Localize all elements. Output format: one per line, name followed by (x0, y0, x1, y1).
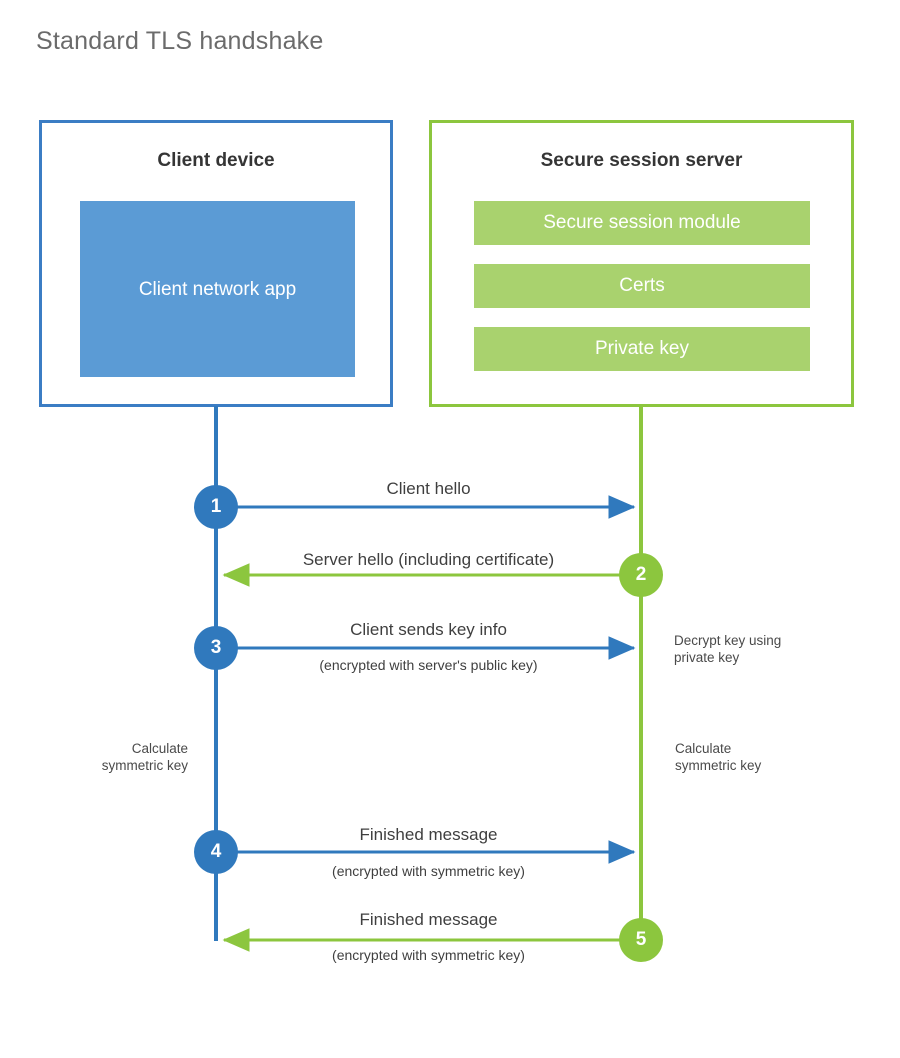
server-block-secure-session-module: Secure session module (474, 201, 810, 245)
arrow-label-client-key-info: Client sends key info (350, 620, 507, 639)
client-device-title: Client device (157, 150, 275, 171)
page-title: Standard TLS handshake (36, 27, 324, 55)
arrow-label-client-hello: Client hello (386, 479, 471, 498)
secure-session-server-box: Secure session server Secure session mod… (429, 120, 854, 407)
step-badge-3[interactable]: 3 (194, 626, 238, 670)
step-badge-1[interactable]: 1 (194, 485, 238, 529)
note-decrypt-key: Decrypt key using private key (674, 633, 782, 665)
arrow-sublabel-client-key-info: (encrypted with server's public key) (319, 657, 538, 673)
client-device-box: Client device Client network app (39, 120, 393, 407)
server-block-private-key: Private key (474, 327, 810, 371)
server-block-certs: Certs (474, 264, 810, 308)
note-server-calculate-symmetric-key: Calculate symmetric key (675, 741, 762, 773)
client-network-app-block: Client network app (80, 201, 355, 377)
step-badge-5[interactable]: 5 (619, 918, 663, 962)
note-client-calculate-symmetric-key: Calculate symmetric key (101, 741, 188, 773)
arrow-sublabel-server-finished: (encrypted with symmetric key) (332, 947, 525, 963)
step-badge-2[interactable]: 2 (619, 553, 663, 597)
arrow-sublabel-client-finished: (encrypted with symmetric key) (332, 863, 525, 879)
secure-session-server-title: Secure session server (540, 150, 743, 171)
arrow-label-server-hello: Server hello (including certificate) (302, 550, 555, 569)
arrow-label-server-finished: Finished message (359, 910, 498, 929)
step-badge-4[interactable]: 4 (194, 830, 238, 874)
arrow-label-client-finished: Finished message (359, 825, 498, 844)
